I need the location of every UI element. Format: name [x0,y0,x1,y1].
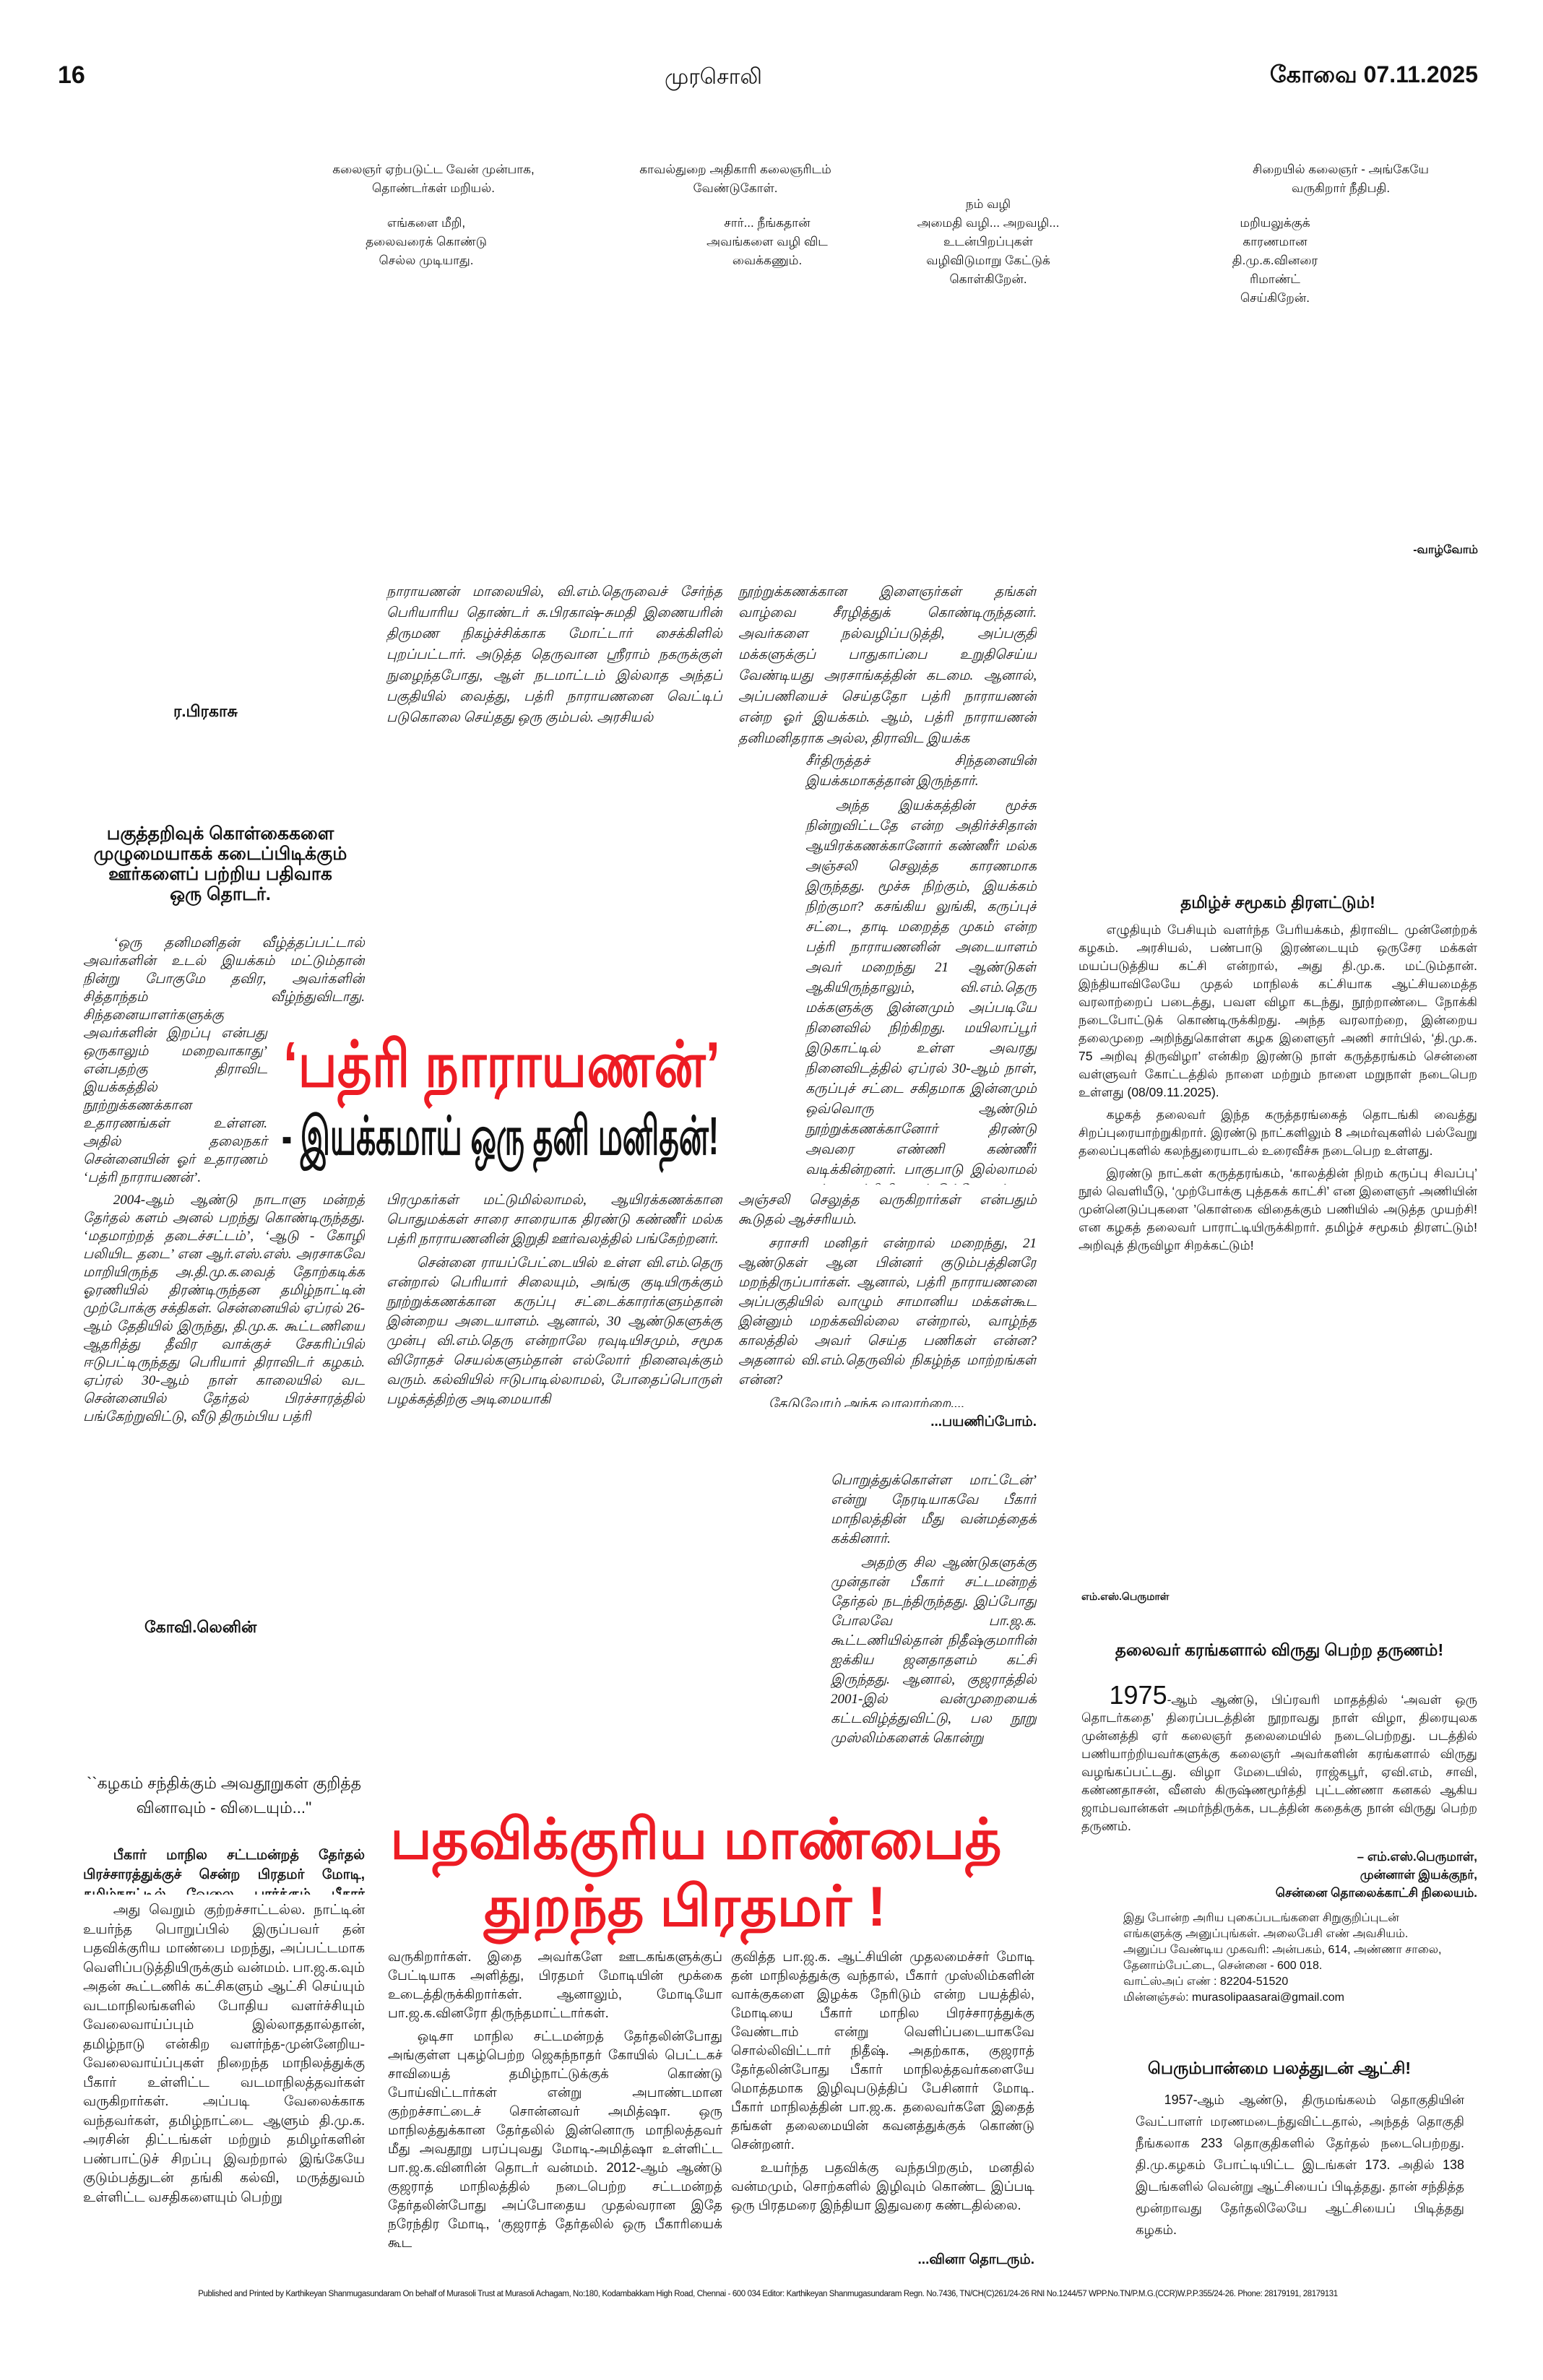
page-number: 16 [58,61,85,89]
article1-column-3-bottom: அஞ்சலி செலுத்த வருகிறார்கள் என்பதும் கூட… [738,1193,1037,1407]
continued-label: ...பயணிப்போம். [930,1414,1037,1429]
signature: – எம்.எஸ்.பெருமாள்,முன்னாள் இயக்குநர்,செ… [1275,1850,1477,1900]
article2-headline-line1: பதவிக்குரிய மாண்பைத் [390,1807,1002,1871]
imprint-footer: Published and Printed by Karthikeyan Sha… [198,2290,1338,2298]
photo-caption: எங்களை மீறி,தலைவரைக் கொண்டுசெல்ல முடியாத… [366,216,487,267]
article1-column-3-narrow: சீர்திருத்தச் சிந்தனையின் இயக்கமாகத்தான்… [805,753,1037,1185]
article1-column-2-top: நாராயணன் மாலையில், வி.எம்.தெருவைச் சேர்ந… [386,584,722,725]
question: பீகார் மாநில சட்டமன்றத் தேர்தல் பிரச்சார… [83,1848,365,1895]
newspaper-name: முரசொலி [665,65,762,89]
article-author: கோவி.லெனின் [144,1618,257,1636]
year: 1975 [1109,1686,1167,1710]
article-author: ர.பிரகாசு [173,702,238,720]
photo-memory-body: 1975-ஆம் ஆண்டு, பிப்ரவரி மாதத்தில் ‘அவள்… [1081,1686,1477,1845]
sidebar-box-title: தமிழ்ச் சமூகம் திரளட்டும்! [1180,893,1375,912]
photo-memory-title: தலைவர் கரங்களால் விருது பெற்ற தருணம்! [1115,1640,1444,1659]
article1-column-2-bottom: பிரமுகர்கள் மட்டுமில்லாமல், ஆயிரக்கணக்கா… [386,1193,722,1407]
article1-headline-line1: ‘பத்ரி நாராயணன்’ [283,1029,721,1100]
series-title: ``கழகம் சந்திக்கும் அவதூறுகள் குறித்த வி… [86,1774,362,1817]
series-intro: பகுத்தறிவுக் கொள்கைகளைமுழுமையாகக் கடைப்ப… [93,823,347,904]
continued-label: ...வினா தொடரும். [917,2252,1034,2267]
photo-caption: சிறையில் கலைஞர் - அங்கேயேவருகிறார் நீதிப… [1253,163,1429,195]
sidebar-box-body: எழுதியும் பேசியும் வளர்ந்த பேரியக்கம், த… [1079,922,1477,1252]
history-box-body: 1957-ஆம் ஆண்டு, திருமங்கலம் தொகுதியின் வ… [1136,2093,1464,2237]
photo-caption: கலைஞர் ஏற்படுட்ட வேன் முன்பாக,தொண்டர்கள்… [332,163,535,195]
answer-column-3: குவித்த பா.ஜ.க. ஆட்சியின் முதலமைச்சர் மோ… [731,1949,1034,2212]
article2-headline-line2: துறந்த பிரதமர் ! [484,1874,886,1938]
photo-caption: காவல்துறை அதிகாரி கலைஞரிடம்வேண்டுகோள். [639,163,831,195]
answer-column-upper: பொறுத்துக்கொள்ள மாட்டேன்’ என்று நேரடியாக… [831,1473,1037,1746]
article1-column-1: ‘ஒரு தனிமனிதன் வீழ்த்தப்பட்டால் அவர்களின… [83,935,365,1424]
article1-column-3-top: நூற்றுக்கணக்கான இளைஞர்கள் தங்கள் வாழ்வை … [738,584,1037,746]
history-box-title: பெரும்பான்மை பலத்துடன் ஆட்சி! [1147,2059,1412,2077]
submission-note: இது போன்ற அரிய புகைப்படங்களை சிறுகுறிப்ப… [1123,1912,1442,2004]
edition-date: கோவை 07.11.2025 [1269,61,1478,87]
photo-credit: -வாழ்வோம் [1413,544,1478,556]
photo-credit: எம்.எஸ்.பெருமாள் [1081,1591,1170,1602]
article1-headline-line2: - இயக்கமாய் ஒரு தனி மனிதன்! [282,1106,719,1166]
answer-column-2: வருகிறார்கள். இதை அவர்களே ஊடகங்களுக்குப்… [388,1949,722,2250]
photo-caption: நம் வழிஅமைதி வழி... அறவழி...உடன்பிறப்புக… [917,197,1060,286]
answer-column-1: அது வெறும் குற்றச்சாட்டல்ல. நாட்டின் உயர… [83,1903,365,2205]
